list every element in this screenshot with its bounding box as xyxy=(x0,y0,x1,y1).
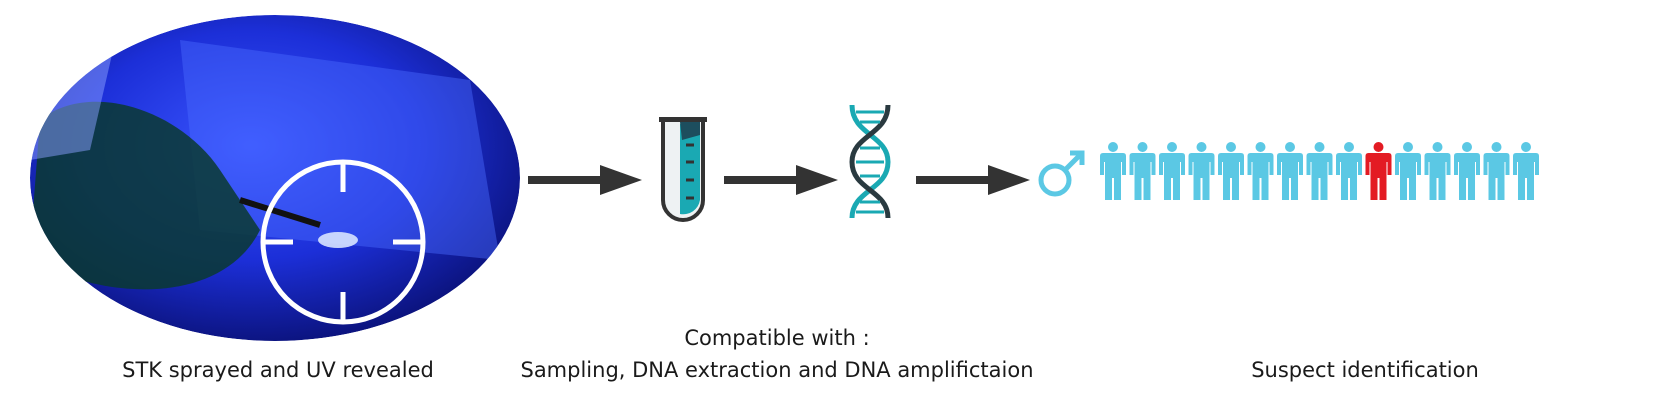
arrow-icon xyxy=(724,165,838,195)
person-icon xyxy=(1188,142,1215,200)
test-tube-icon xyxy=(659,117,707,222)
arrow-icon xyxy=(528,165,642,195)
person-icon xyxy=(1336,142,1362,200)
person-icon xyxy=(1454,142,1480,200)
person-icon xyxy=(1483,142,1510,200)
person-icon xyxy=(1424,142,1451,200)
person-icon xyxy=(1218,142,1244,200)
suspect-person-icon xyxy=(1365,142,1392,200)
person-icon xyxy=(1395,142,1421,200)
person-icon xyxy=(1513,142,1539,200)
dna-icon xyxy=(849,104,891,219)
person-icon xyxy=(1277,142,1303,200)
crosshair-icon xyxy=(260,159,426,325)
suspect-lineup xyxy=(1100,142,1539,200)
male-symbol-icon xyxy=(1038,150,1085,197)
suspect-caption: Suspect identification xyxy=(1251,358,1479,382)
uv-photo xyxy=(30,15,520,341)
person-icon xyxy=(1159,142,1185,200)
arrow-icon xyxy=(916,165,1030,195)
person-icon xyxy=(1100,142,1126,200)
compat-title: Compatible with : xyxy=(684,326,870,350)
uv-caption: STK sprayed and UV revealed xyxy=(122,358,434,382)
compat-detail: Sampling, DNA extraction and DNA amplifi… xyxy=(520,358,1034,382)
person-icon xyxy=(1247,142,1274,200)
person-icon xyxy=(1129,142,1156,200)
person-icon xyxy=(1306,142,1333,200)
